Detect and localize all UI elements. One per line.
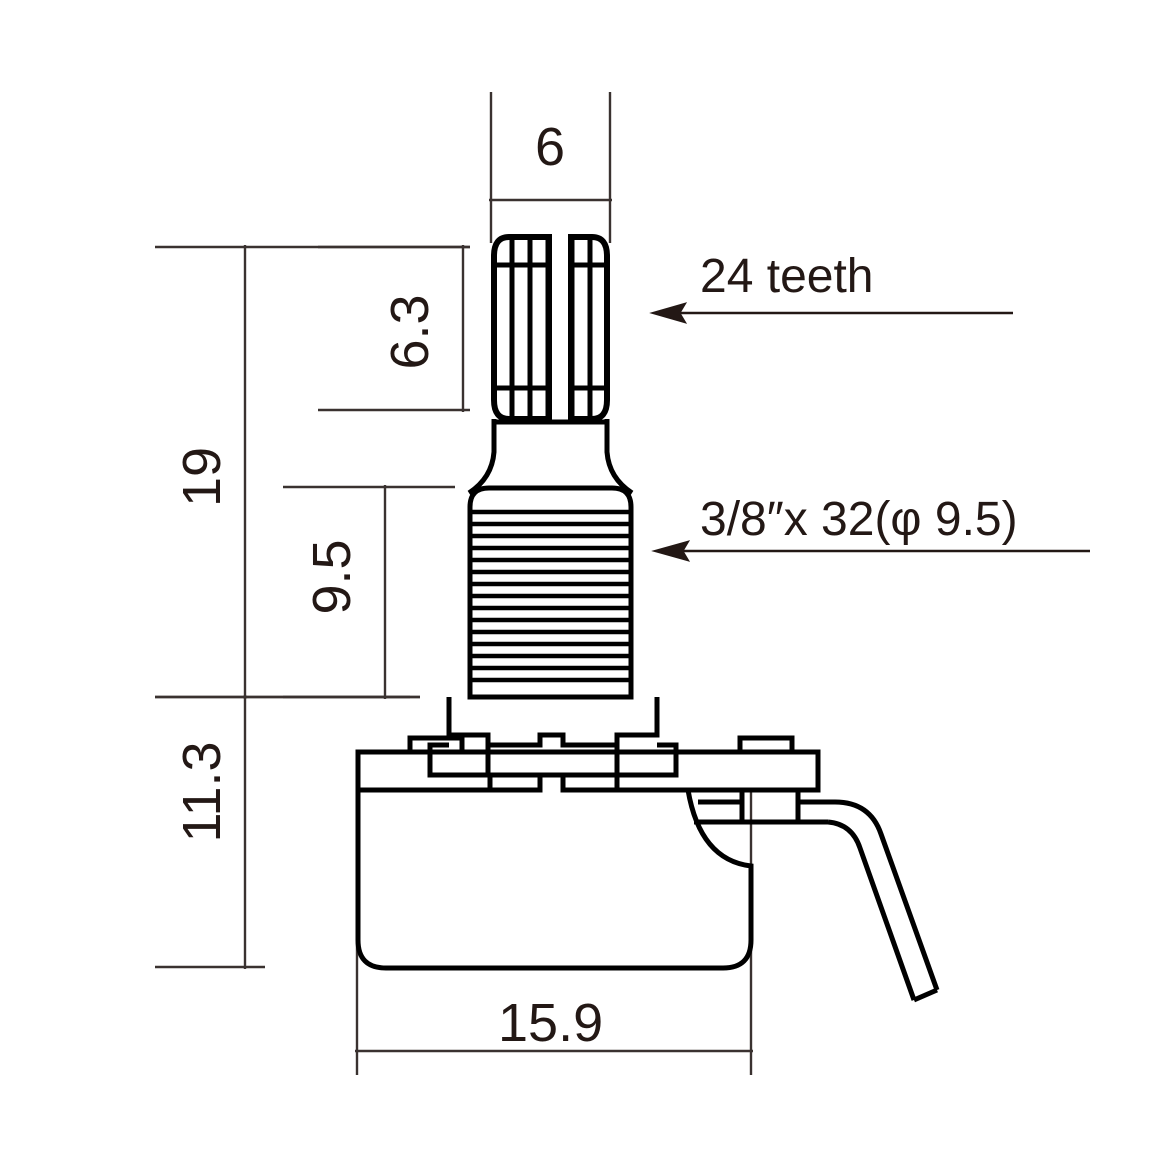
- can-flange-ear-right: [737, 735, 795, 752]
- part-outline: [355, 234, 940, 1003]
- tab-riser-left: [427, 742, 491, 778]
- dim-label-bushing-length: 9.5: [302, 539, 362, 615]
- can-outline: [355, 789, 754, 971]
- split-shaft-left-half: [491, 234, 552, 422]
- can-body: [355, 735, 821, 971]
- split-shaft-right-half: [568, 234, 610, 422]
- lug-base-plate: [739, 790, 801, 825]
- can-top-flange: [355, 749, 821, 793]
- shoulder-left-profile: [467, 419, 497, 496]
- tab-plate-upper: [446, 697, 660, 748]
- lug-wire-lower-edge: [827, 819, 917, 1001]
- dim-label-shaft-total: 19: [172, 446, 232, 508]
- shoulder-right-profile: [604, 419, 634, 496]
- annotation-leaders: [649, 302, 1090, 562]
- leader-arrowhead-thread: [651, 540, 691, 562]
- dimension-lines: [155, 92, 753, 1075]
- dim-label-shaft-width: 6: [535, 117, 566, 177]
- threaded-bushing: [467, 485, 634, 700]
- bushing-thread-lines: [470, 509, 631, 683]
- dim-label-body-height: 11.3: [172, 741, 232, 843]
- tab-riser-right: [614, 742, 679, 778]
- dim-label-knurl-length: 6.3: [380, 294, 440, 370]
- shaft-shoulder: [467, 419, 634, 496]
- annotation-thread-spec: 3/8″x 32(φ 9.5): [700, 493, 1018, 546]
- dim-label-body-width: 15.9: [498, 993, 604, 1053]
- split-shaft: [491, 234, 610, 422]
- leader-arrowhead-teeth: [649, 302, 688, 324]
- lug-wire-end-cap: [913, 987, 938, 1003]
- lug-wire-upper-edge: [834, 799, 940, 991]
- bushing-outline: [467, 485, 634, 700]
- terminal-lug: [694, 790, 940, 1003]
- annotation-24-teeth: 24 teeth: [700, 250, 874, 303]
- spline-band-lines: [497, 262, 604, 391]
- can-flange-ear-left: [407, 735, 465, 752]
